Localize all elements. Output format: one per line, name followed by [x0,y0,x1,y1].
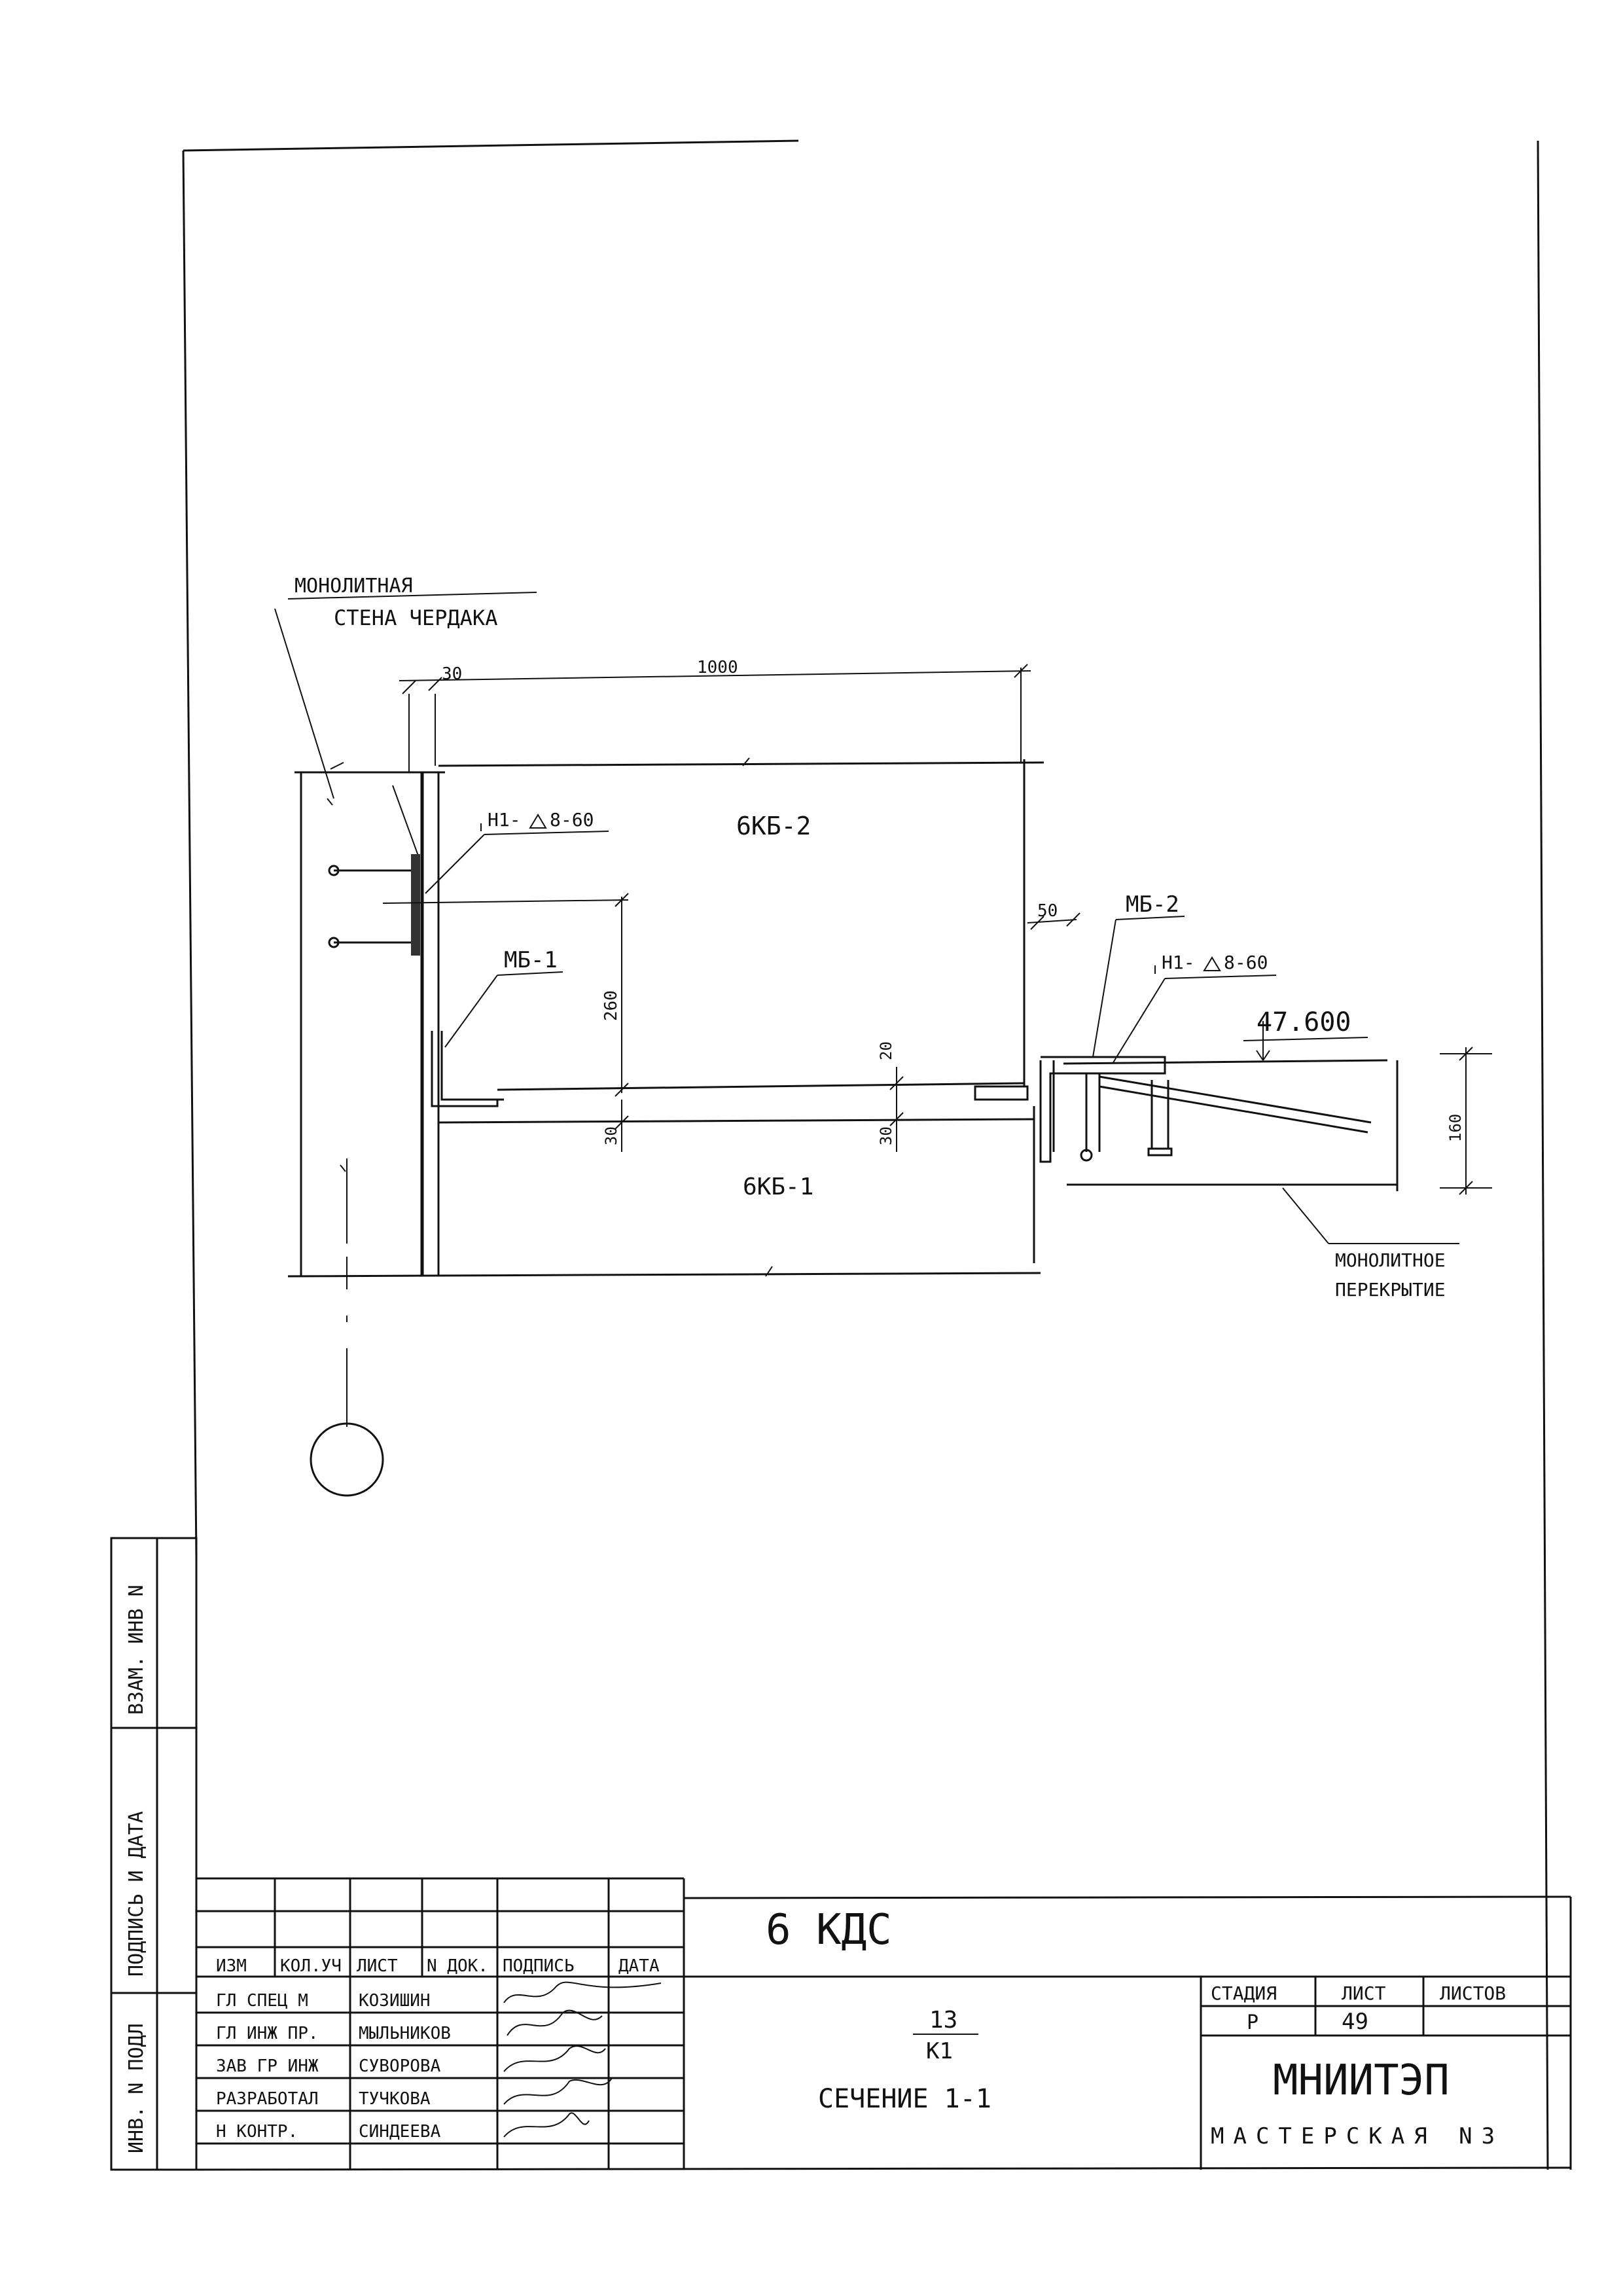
dim-160: 160 [1446,1114,1465,1142]
title-block: 6 КДС ИЗМ КОЛ.УЧ ЛИСТ N ДОК. ПОДПИСЬ ДАТ… [196,1877,1572,2170]
name-1: МЫЛЬНИКОВ [359,2024,451,2043]
embedded-parts [431,1031,1166,1163]
panel-6kb2 [438,757,1044,1091]
stage-value: Р [1247,2011,1258,2034]
slab-label-line1: МОНОЛИТНОЕ [1335,1249,1446,1271]
monolithic-slab [1063,1059,1399,1191]
side-stamp-vzam: ВЗАМ. ИНВ N [125,1585,148,1715]
wall-label-line1: МОНОЛИТНАЯ [294,575,413,598]
role-4: Н КОНТР. [216,2122,298,2142]
sheets-label: ЛИСТОВ [1440,1982,1506,2004]
role-1: ГЛ ИНЖ ПР. [216,2024,319,2043]
header-list: ЛИСТ [357,1956,398,1976]
dim-20: 20 [877,1041,895,1060]
wall-label-line2: СТЕНА ЧЕРДАКА [334,605,497,630]
header-data: ДАТА [618,1956,660,1976]
role-2: ЗАВ ГР ИНЖ [216,2056,319,2076]
dimension-values: 30 1000 50 260 20 30 30 160 [442,658,1465,1145]
panel-6kb1 [287,1106,1041,1278]
panel-6kb1-label: 6КБ-1 [743,1174,813,1200]
panel-6kb2-label: 6КБ-2 [736,812,811,840]
weld-right-spec: 8-60 [1224,952,1268,973]
mb2-label: МБ-2 [1126,891,1179,918]
dim-30-left: 30 [602,1126,620,1145]
weld-symbols [480,814,1221,974]
drawing-code: 6 КДС [766,1906,892,1954]
header-ndok: N ДОК. [427,1956,488,1976]
side-stamp: ВЗАМ. ИНВ N ПОДПИСЬ И ДАТА ИНВ. N ПОДЛ [110,1537,198,2171]
role-3: РАЗРАБОТАЛ [216,2089,319,2109]
weld-left-label: Н1- [488,809,521,831]
dim-50: 50 [1037,901,1058,921]
workshop: МАСТЕРСКАЯ N3 [1211,2123,1504,2149]
header-izm: ИЗМ [216,1956,247,1976]
leader-lines [274,592,1459,1244]
role-0: ГЛ СПЕЦ М [216,1991,308,2011]
dim-30-top: 30 [442,664,462,684]
side-stamp-podp: ПОДПИСЬ И ДАТА [125,1811,148,1977]
ref-bottom: К1 [926,2038,953,2064]
monolithic-wall [294,762,445,1276]
header-podpis: ПОДПИСЬ [503,1956,575,1976]
name-4: СИНДЕЕВА [359,2122,441,2142]
sheet-frame [182,139,1571,2171]
section-marker [310,1158,384,1497]
sheet-value: 49 [1342,2009,1368,2035]
dim-30-mid: 30 [877,1126,895,1145]
mb1-label: МБ-1 [504,947,558,973]
section-title: СЕЧЕНИЕ 1-1 [818,2084,991,2114]
drawing-labels: МОНОЛИТНАЯ СТЕНА ЧЕРДАКА 6КБ-2 6КБ-1 МБ-… [294,575,1446,1300]
weld-right-label: Н1- [1162,952,1195,973]
dimension-lines [382,664,1492,1195]
organization: МНИИТЭП [1273,2056,1450,2105]
sheet-label: ЛИСТ [1342,1982,1386,2004]
name-0: КОЗИШИН [359,1991,431,2011]
dim-1000: 1000 [697,658,738,677]
elevation-mark: 47.600 [1257,1007,1351,1037]
header-kolvo: КОЛ.УЧ [280,1956,342,1976]
name-2: СУВОРОВА [359,2056,441,2076]
dim-260: 260 [601,990,621,1021]
side-stamp-inv: ИНВ. N ПОДЛ [125,2023,148,2153]
slab-label-line2: ПЕРЕКРЫТИЕ [1335,1279,1446,1300]
signatures [503,1981,662,2138]
stage-label: СТАДИЯ [1211,1982,1277,2004]
ref-top: 13 [929,2007,957,2034]
name-3: ТУЧКОВА [359,2089,431,2109]
weld-left-spec: 8-60 [550,809,594,831]
